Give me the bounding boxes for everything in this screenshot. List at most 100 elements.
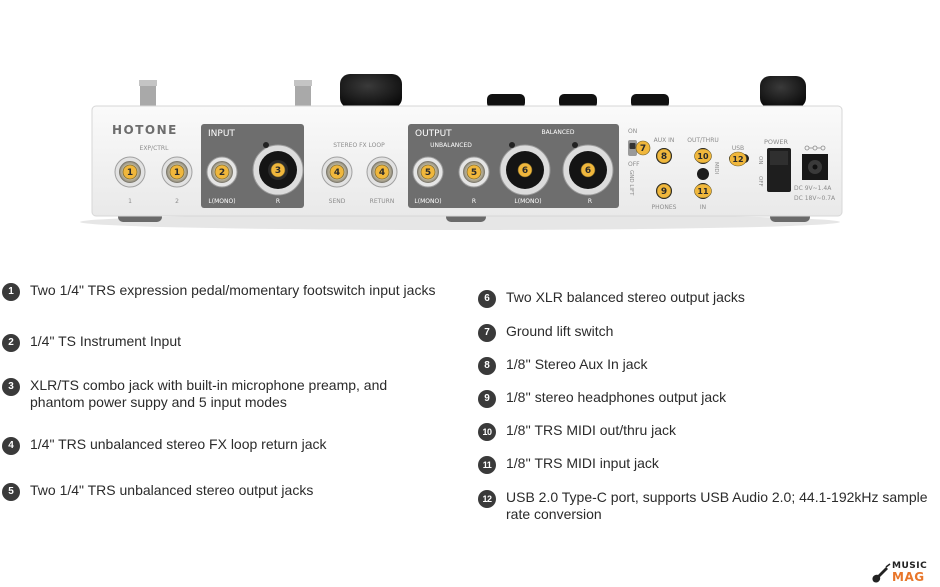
legend-item: 2 1/4" TS Instrument Input — [2, 333, 442, 352]
legend-number-badge: 9 — [478, 390, 496, 408]
callout-marker-number: 1 — [174, 168, 180, 178]
callout-marker: 6 — [517, 162, 533, 178]
fx-loop-label: STEREO FX LOOP — [333, 142, 385, 149]
callout-marker: 8 — [656, 148, 672, 164]
callout-marker: 11 — [694, 183, 712, 199]
exp-knob-peg-left — [139, 80, 157, 108]
legend-number-badge: 4 — [2, 437, 20, 455]
power-off-label: OFF — [757, 176, 763, 187]
callout-marker: 1 — [169, 164, 185, 180]
legend-number-badge: 3 — [2, 378, 20, 396]
callout-marker-number: 12 — [732, 155, 743, 164]
brand-logo: HOTONE — [112, 123, 178, 137]
exp-ctrl-label: EXP/CTRL — [140, 145, 170, 152]
exp-jack-2-label: 2 — [175, 198, 179, 205]
callout-marker-number: 4 — [379, 168, 385, 178]
watermark-logo: MUSIC MAG — [870, 561, 936, 585]
legend-text: 1/4" TRS unbalanced stereo FX loop retur… — [30, 436, 327, 452]
input-l-label: L(MONO) — [208, 198, 235, 205]
usb-label: USB — [732, 145, 744, 152]
legend-item: 6 Two XLR balanced stereo output jacks — [478, 289, 938, 308]
balanced-label: BALANCED — [542, 129, 575, 136]
callout-marker-number: 6 — [585, 166, 591, 176]
watermark-music: MUSIC — [892, 561, 928, 571]
midi-in-label: IN — [700, 204, 706, 211]
legend-text: 1/4" TS Instrument Input — [30, 333, 182, 349]
legend-text: XLR/TS combo jack with built-in micropho… — [30, 377, 388, 410]
dc-polarity-icon — [804, 145, 826, 151]
legend-item: 9 1/8'' stereo headphones output jack — [478, 389, 938, 408]
midi-label: MIDI — [713, 162, 719, 175]
phones-label: PHONES — [652, 204, 677, 211]
legend-text: USB 2.0 Type-C port, supports USB Audio … — [506, 489, 928, 522]
exp-jack-1-label: 1 — [128, 198, 132, 205]
callout-marker-number: 9 — [661, 187, 667, 197]
gnd-lift-label: GND LIFT — [628, 170, 634, 196]
callout-marker: 4 — [374, 164, 390, 180]
legend-item: 8 1/8'' Stereo Aux In jack — [478, 356, 938, 375]
callout-marker: 2 — [214, 164, 230, 180]
callout-marker: 3 — [270, 162, 286, 178]
legend-text: 1/8'' TRS MIDI out/thru jack — [506, 422, 677, 438]
legend-text: 1/8'' TRS MIDI input jack — [506, 455, 659, 471]
unbalanced-label: UNBALANCED — [430, 142, 472, 149]
callout-marker: 10 — [694, 148, 712, 164]
callout-marker: 6 — [580, 162, 596, 178]
top-knob-1 — [487, 94, 525, 108]
legend-item: 3 XLR/TS combo jack with built-in microph… — [2, 377, 442, 411]
callout-marker-number: 5 — [425, 168, 431, 178]
input-section-title: INPUT — [208, 129, 235, 139]
input-r-label: R — [276, 198, 280, 205]
callout-marker-number: 5 — [471, 168, 477, 178]
watermark-mag: MAG — [892, 570, 925, 584]
legend-number-badge: 6 — [478, 290, 496, 308]
callout-marker-number: 2 — [219, 168, 225, 178]
legend-number-badge: 10 — [478, 423, 496, 441]
top-knob-3 — [631, 94, 669, 108]
legend-item: 12 USB 2.0 Type-C port, supports USB Audi… — [478, 489, 938, 523]
callout-marker: 5 — [466, 164, 482, 180]
bal-r-label: R — [588, 198, 592, 205]
main-knob — [340, 74, 402, 108]
legend-text: Two 1/4" TRS expression pedal/momentary … — [30, 282, 436, 298]
legend-number-badge: 12 — [478, 490, 496, 508]
callout-marker-number: 11 — [697, 187, 709, 196]
gnd-off-label: OFF — [628, 161, 640, 168]
output-section-title: OUTPUT — [415, 129, 452, 139]
callout-marker: 1 — [122, 164, 138, 180]
callout-marker-number: 7 — [640, 144, 646, 154]
ground-lift-switch — [628, 140, 637, 156]
legend-text: Two 1/4" TRS unbalanced stereo output ja… — [30, 482, 314, 498]
callout-marker-number: 4 — [334, 168, 340, 178]
power-on-label: ON — [757, 156, 763, 164]
top-knob-2 — [559, 94, 597, 108]
out-l-label: L(MONO) — [414, 198, 441, 205]
legend-number-badge: 8 — [478, 357, 496, 375]
out-thru-label: OUT/THRU — [687, 137, 719, 144]
bal-l-label: L(MONO) — [514, 198, 541, 205]
top-knob-4 — [760, 76, 806, 108]
power-switch — [767, 148, 791, 192]
legend-text: 1/8'' Stereo Aux In jack — [506, 356, 648, 372]
device-rear-panel: HOTONE EXP/CTRL 1 2 INPUT L(MONO) R STER… — [80, 74, 843, 230]
legend-text: 1/8'' stereo headphones output jack — [506, 389, 727, 405]
exp-knob-peg-right — [294, 80, 312, 108]
dc-rating-2: DC 18V~0.7A — [794, 195, 836, 202]
callout-marker-number: 1 — [127, 168, 133, 178]
midi-mid-jack — [697, 168, 709, 180]
callout-marker: 12 — [729, 151, 747, 167]
aux-in-label: AUX IN — [654, 137, 675, 144]
legend-text: Two XLR balanced stereo output jacks — [506, 289, 745, 305]
legend-item: 4 1/4" TRS unbalanced stereo FX loop retu… — [2, 436, 442, 455]
callout-marker: 4 — [329, 164, 345, 180]
legend-number-badge: 1 — [2, 283, 20, 301]
legend-item: 10 1/8'' TRS MIDI out/thru jack — [478, 422, 938, 441]
dc-rating-1: DC 9V~1.4A — [794, 185, 832, 192]
callout-marker-number: 6 — [522, 166, 528, 176]
legend-number-badge: 2 — [2, 334, 20, 352]
callout-marker: 5 — [420, 164, 436, 180]
callout-marker-number: 10 — [697, 152, 709, 161]
